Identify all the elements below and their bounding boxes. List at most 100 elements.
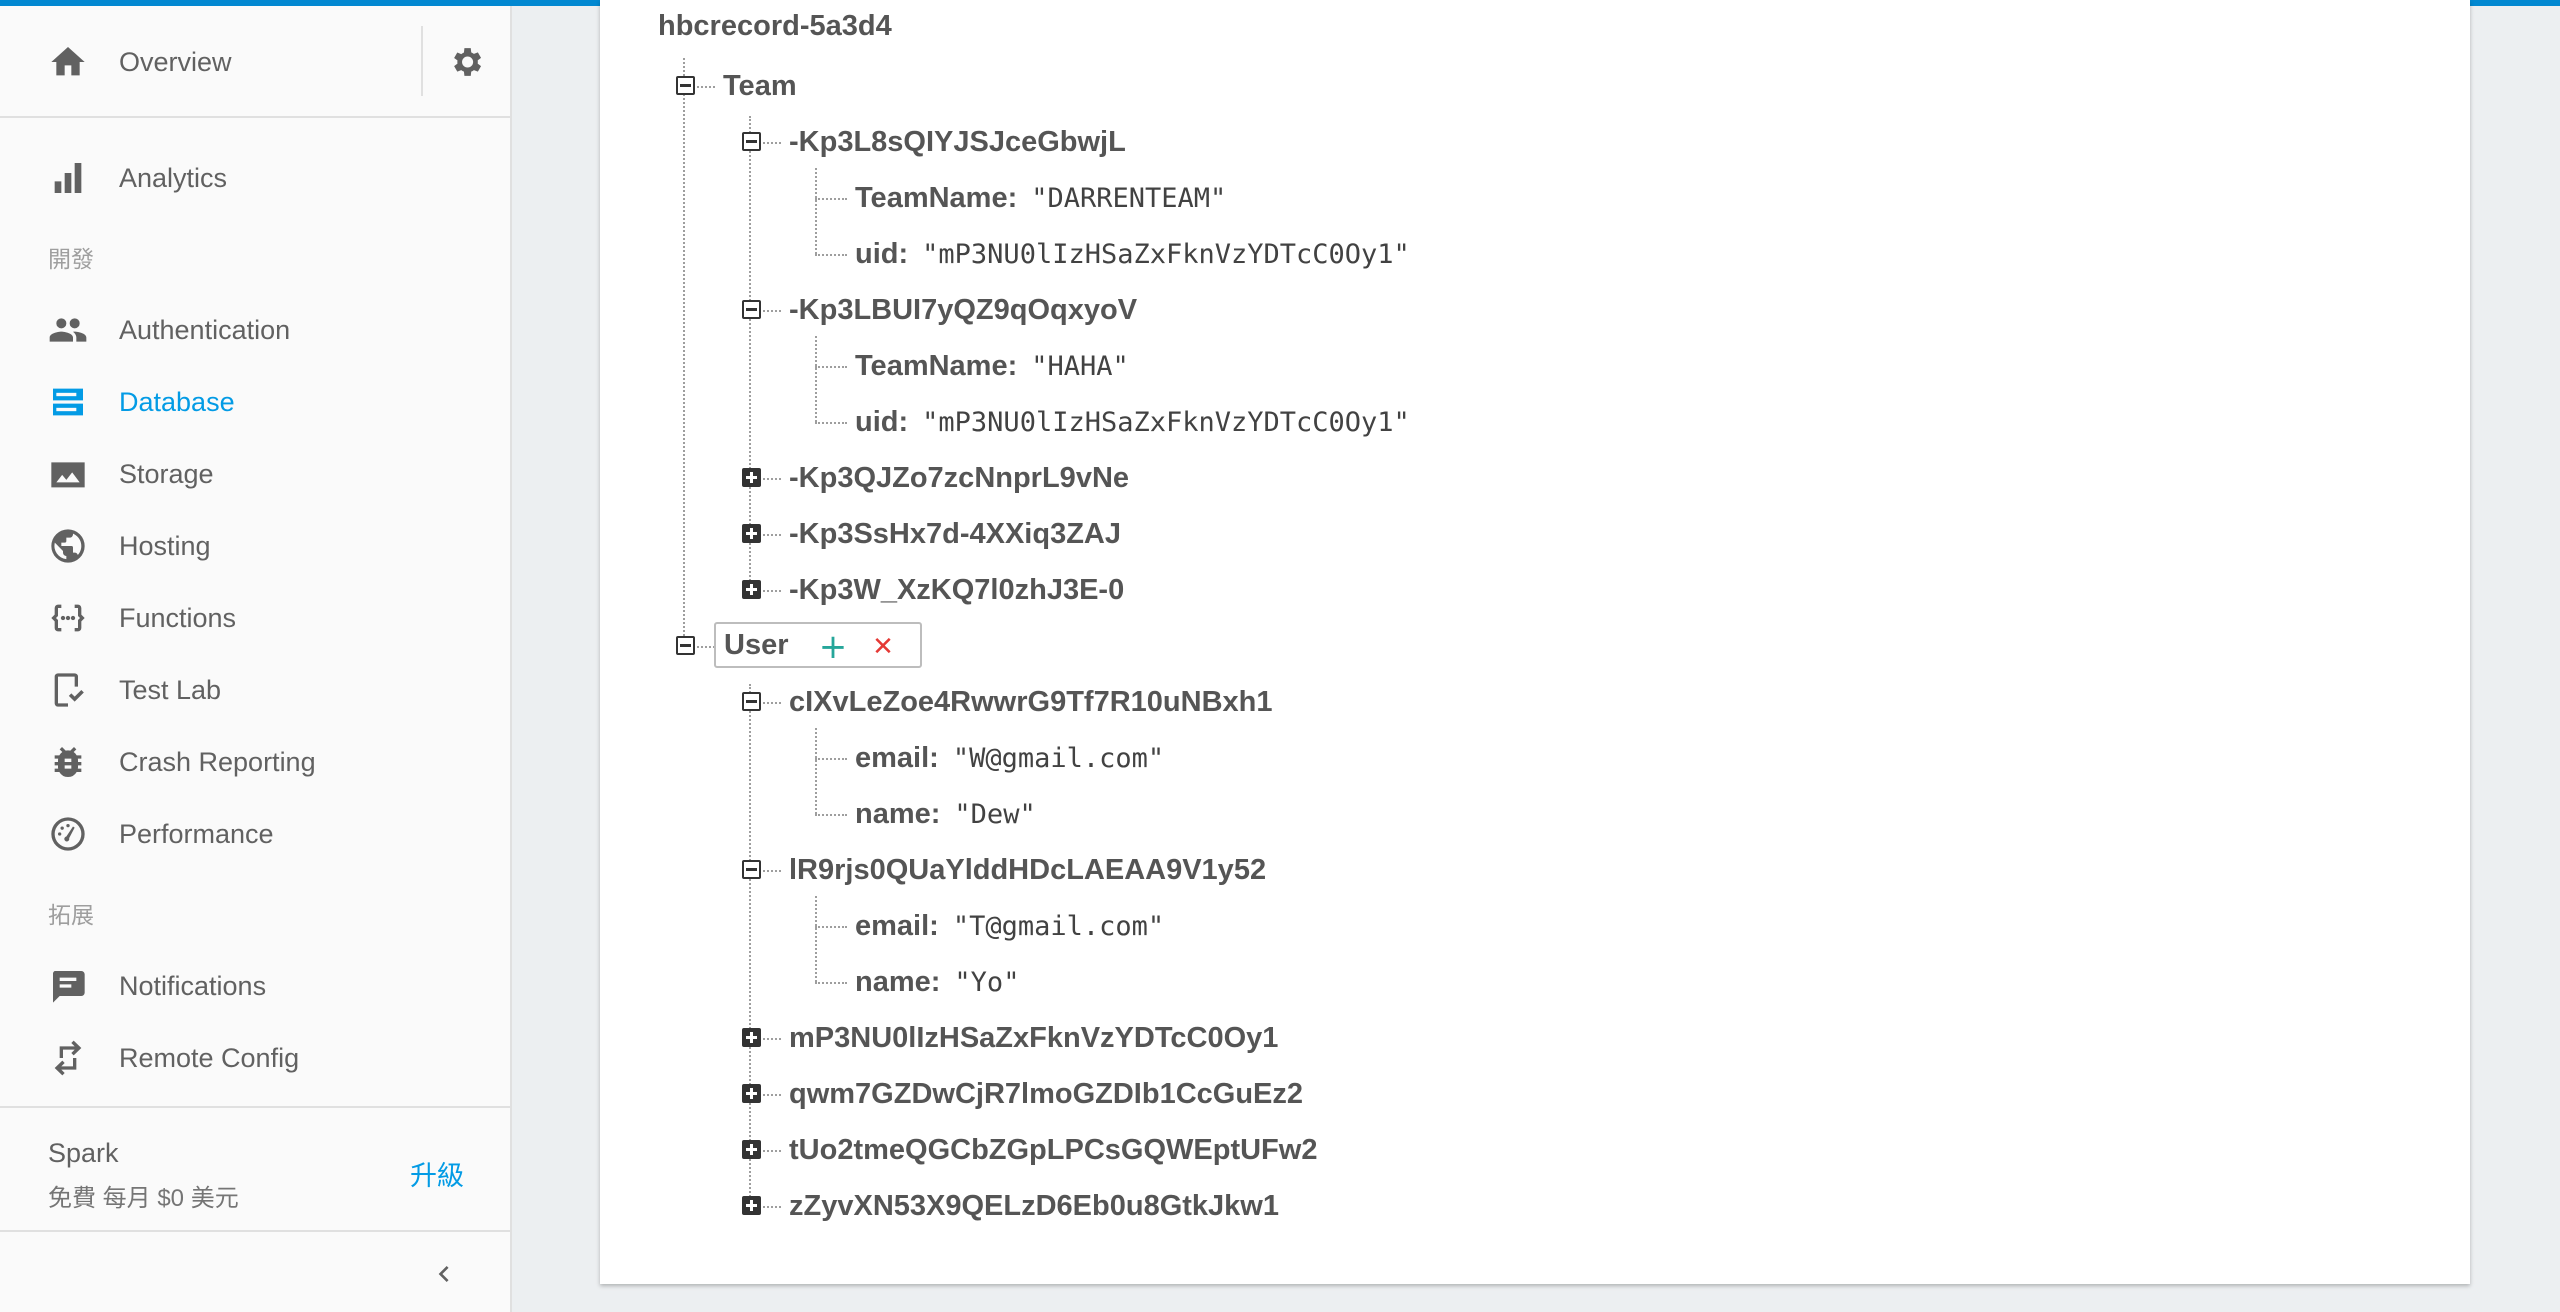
node-key-user-hover[interactable]: User + ✕	[714, 622, 922, 668]
tree-line	[815, 728, 817, 814]
node-key[interactable]: mP3NU0lIzHSaZxFknVzYDTcC0Oy1	[789, 1022, 1279, 1054]
sidebar-item-label: Authentication	[119, 314, 291, 345]
field-key: TeamName:	[855, 350, 1018, 382]
field-key: name:	[855, 966, 941, 998]
sidebar-item-notifications[interactable]: Notifications	[0, 956, 510, 1016]
sidebar-item-functions[interactable]: Functions	[0, 588, 510, 648]
field-value[interactable]: "Yo"	[954, 967, 1020, 998]
sidebar-item-label: Remote Config	[119, 1042, 300, 1073]
field-value[interactable]: "Dew"	[954, 799, 1036, 830]
overview-link[interactable]: Overview	[0, 18, 420, 106]
expand-toggle[interactable]	[742, 468, 761, 487]
field-value[interactable]: "mP3NU0lIzHSaZxFknVzYDTcC0Oy1"	[922, 407, 1410, 438]
plan-panel: Spark 免費 每月 $0 美元 升級	[0, 1106, 510, 1232]
speedometer-icon	[48, 814, 88, 854]
collapse-toggle[interactable]	[676, 636, 695, 655]
node-key[interactable]: tUo2tmeQGCbZGpLPCsGQWEptUFw2	[789, 1134, 1318, 1166]
upgrade-button[interactable]: 升級	[410, 1161, 464, 1191]
collapse-toggle[interactable]	[742, 692, 761, 711]
node-key[interactable]: zZyvXN53X9QELzD6Eb0u8GtkJkw1	[789, 1190, 1279, 1222]
field-row[interactable]: TeamName: "DARRENTEAM"	[855, 180, 1226, 221]
sidebar-item-label: Storage	[119, 458, 214, 489]
field-row[interactable]: uid:"mP3NU0lIzHSaZxFknVzYDTcC0Oy1"	[855, 404, 1410, 445]
field-value[interactable]: "mP3NU0lIzHSaZxFknVzYDTcC0Oy1"	[922, 239, 1410, 270]
node-key[interactable]: qwm7GZDwCjR7lmoGZDIb1CcGuEz2	[789, 1078, 1304, 1110]
tree-line	[815, 254, 847, 256]
field-value[interactable]: "HAHA"	[1031, 351, 1129, 382]
tree-line	[815, 758, 847, 760]
field-value[interactable]: "T@gmail.com"	[952, 911, 1165, 942]
collapse-sidebar-button[interactable]	[416, 1250, 472, 1298]
tree-line	[763, 534, 781, 536]
sidebar-item-test-lab[interactable]: Test Lab	[0, 660, 510, 720]
collapse-toggle[interactable]	[742, 860, 761, 879]
database-root[interactable]: hbcrecord-5a3d4	[658, 10, 892, 42]
node-key[interactable]: lR9rjs0QUaYlddHDcLAEAA9V1y52	[789, 854, 1267, 886]
field-row[interactable]: uid: "mP3NU0lIzHSaZxFknVzYDTcC0Oy1"	[855, 236, 1410, 277]
tree-line	[815, 336, 817, 422]
node-key[interactable]: -Kp3QJZo7zcNnprL9vNe	[789, 462, 1130, 494]
field-row[interactable]: email:"T@gmail.com"	[855, 908, 1164, 949]
expand-toggle[interactable]	[742, 1196, 761, 1215]
settings-button[interactable]	[440, 36, 492, 88]
section-label-develop: 開發	[48, 246, 94, 272]
tree-line	[697, 646, 715, 648]
functions-icon	[48, 598, 88, 638]
sidebar-item-label: Crash Reporting	[119, 746, 316, 777]
tree-line	[763, 1038, 781, 1040]
tree-line	[815, 982, 847, 984]
expand-toggle[interactable]	[742, 1028, 761, 1047]
collapse-toggle[interactable]	[742, 300, 761, 319]
expand-toggle[interactable]	[742, 580, 761, 599]
field-row[interactable]: email:"W@gmail.com"	[855, 740, 1164, 781]
tree-line	[815, 198, 847, 200]
expand-toggle[interactable]	[742, 1084, 761, 1103]
expand-toggle[interactable]	[742, 1140, 761, 1159]
bar-chart-icon	[48, 158, 88, 198]
sidebar: Overview Analytics 開發 Authentication Dat…	[0, 0, 512, 1312]
node-key-team[interactable]: Team	[723, 70, 797, 102]
node-key[interactable]: cIXvLeZoe4RwwrG9Tf7R10uNBxh1	[789, 686, 1273, 718]
sidebar-item-authentication[interactable]: Authentication	[0, 300, 510, 360]
tree-line	[815, 422, 847, 424]
delete-node-button[interactable]: ✕	[866, 630, 900, 664]
field-row[interactable]: TeamName: "HAHA"	[855, 348, 1129, 389]
sidebar-item-database[interactable]: Database	[0, 372, 510, 432]
tree-line	[815, 366, 847, 368]
collapse-toggle[interactable]	[676, 76, 695, 95]
sidebar-item-label: Performance	[119, 818, 274, 849]
tree-line	[763, 870, 781, 872]
field-row[interactable]: name: "Yo"	[855, 964, 1019, 1005]
remote-config-icon	[48, 1038, 88, 1078]
sidebar-item-storage[interactable]: Storage	[0, 444, 510, 504]
node-key[interactable]: -Kp3LBUI7yQZ9qOqxyoV	[789, 294, 1138, 326]
field-key: TeamName:	[855, 182, 1018, 214]
tree-line	[749, 116, 751, 592]
field-key: name:	[855, 798, 941, 830]
sidebar-item-hosting[interactable]: Hosting	[0, 516, 510, 576]
collapse-toggle[interactable]	[742, 132, 761, 151]
sidebar-item-analytics[interactable]: Analytics	[0, 148, 510, 208]
tree-line	[749, 684, 751, 1208]
node-key[interactable]: -Kp3L8sQIYJSJceGbwjL	[789, 126, 1126, 158]
node-key-user[interactable]: User	[724, 629, 789, 661]
field-key: uid:	[855, 238, 909, 270]
tree-line	[763, 590, 781, 592]
sidebar-item-label: Analytics	[119, 162, 228, 193]
node-key[interactable]: -Kp3W_XzKQ7l0zhJ3E-0	[789, 574, 1125, 606]
close-icon: ✕	[872, 632, 894, 662]
field-row[interactable]: name: "Dew"	[855, 796, 1036, 837]
sidebar-item-remote-config[interactable]: Remote Config	[0, 1028, 510, 1088]
add-child-button[interactable]: +	[816, 630, 850, 664]
sidebar-item-performance[interactable]: Performance	[0, 804, 510, 864]
overview-row: Overview	[0, 0, 510, 118]
tree-line	[763, 702, 781, 704]
node-key[interactable]: -Kp3SsHx7d-4XXiq3ZAJ	[789, 518, 1121, 550]
plus-icon: +	[818, 627, 848, 667]
sidebar-item-label: Functions	[119, 602, 237, 633]
sidebar-item-crash-reporting[interactable]: Crash Reporting	[0, 732, 510, 792]
field-value[interactable]: "DARRENTEAM"	[1031, 183, 1227, 214]
plan-name: Spark	[48, 1138, 119, 1168]
field-value[interactable]: "W@gmail.com"	[952, 743, 1165, 774]
expand-toggle[interactable]	[742, 524, 761, 543]
